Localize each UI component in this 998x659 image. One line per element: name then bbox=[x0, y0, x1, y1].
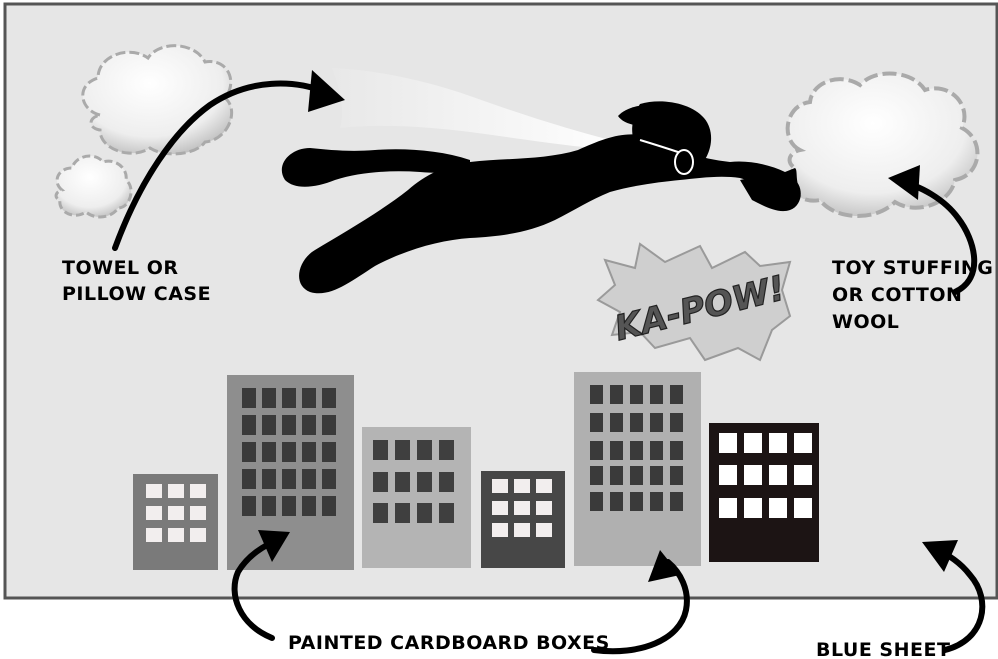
building-2 bbox=[227, 375, 354, 570]
building-5 bbox=[574, 372, 701, 566]
stuffing-label-line-2: OR COTTON bbox=[832, 284, 962, 306]
stuffing-label-line-3: WOOL bbox=[832, 311, 899, 333]
sheet-label: BLUE SHEET bbox=[816, 639, 950, 659]
building-6 bbox=[709, 423, 819, 562]
building-4 bbox=[481, 471, 565, 568]
towel-label-line-2: PILLOW CASE bbox=[62, 283, 211, 305]
boxes-label: PAINTED CARDBOARD BOXES bbox=[288, 632, 610, 654]
cloud-right bbox=[788, 74, 978, 217]
cloud-large-left bbox=[83, 46, 232, 154]
building-3 bbox=[362, 427, 471, 568]
towel-label-line-1: TOWEL OR bbox=[62, 257, 179, 279]
stuffing-label-line-1: TOY STUFFING bbox=[832, 257, 993, 279]
building-1 bbox=[133, 474, 218, 570]
